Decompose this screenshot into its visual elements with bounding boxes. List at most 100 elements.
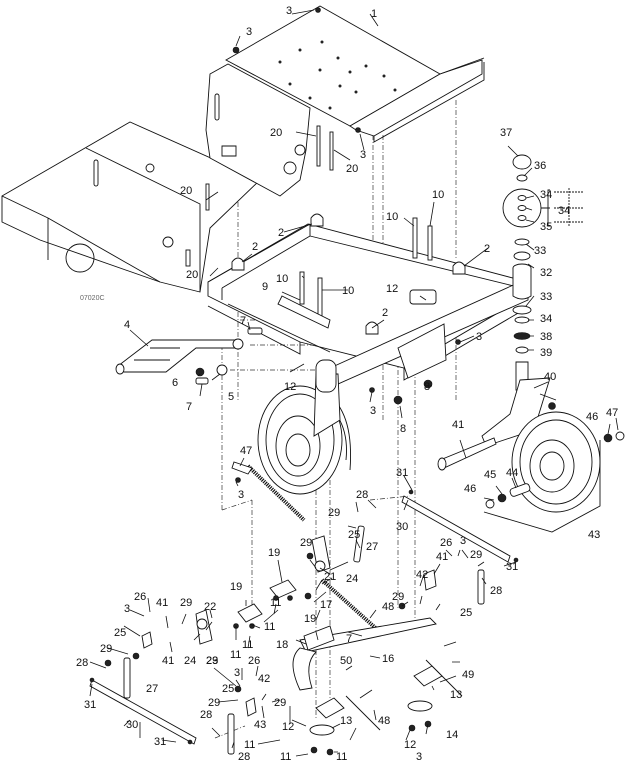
- callout: 11: [242, 639, 253, 651]
- linkage-bars: [89, 495, 511, 745]
- callout: 23: [206, 655, 218, 667]
- callout: 20: [186, 269, 198, 281]
- callout: 3: [286, 5, 292, 17]
- callout: 34: [540, 189, 552, 201]
- upper-mount-plate: [205, 63, 311, 197]
- callout: 28: [356, 489, 368, 501]
- callout: 2: [382, 307, 388, 319]
- callout: 20: [270, 127, 282, 139]
- callout: 5: [228, 391, 234, 403]
- callout: 29: [274, 697, 286, 709]
- callout: 10: [386, 211, 398, 223]
- callout: 6: [172, 377, 178, 389]
- callout: 37: [500, 127, 512, 139]
- leader-lines: [89, 9, 619, 757]
- callout: 35: [540, 221, 552, 233]
- callout-labels: 1 3 3 3 20 20 20 20 2 2 2 2 10 10 10 10 …: [76, 5, 618, 763]
- callout: 44: [506, 467, 518, 479]
- callout: 28: [490, 585, 502, 597]
- callout: 25: [460, 607, 472, 619]
- callout: 34: [558, 205, 570, 217]
- callout: 9: [262, 281, 268, 293]
- callout: 29: [206, 655, 218, 667]
- callout: 8: [400, 423, 406, 435]
- callout: 42: [416, 569, 428, 581]
- callout: 33: [534, 245, 546, 257]
- nuts: [89, 7, 519, 756]
- callout: 31: [396, 467, 408, 479]
- callout: 12: [282, 721, 294, 733]
- callout: 20: [180, 185, 192, 197]
- callout: 43: [254, 719, 266, 731]
- callout: 17: [320, 599, 332, 611]
- callout: 28: [200, 709, 212, 721]
- callout: 36: [534, 160, 546, 172]
- callout: 45: [484, 469, 496, 481]
- callout: 20: [346, 163, 358, 175]
- callout: 48: [378, 715, 390, 727]
- callout: 34: [540, 313, 552, 325]
- callout: 29: [208, 697, 220, 709]
- callout: 7: [346, 633, 352, 645]
- callout: 30: [126, 719, 138, 731]
- callout: 27: [146, 683, 158, 695]
- callout: 10: [342, 285, 354, 297]
- callout: 2: [484, 243, 490, 255]
- main-frame: [207, 223, 531, 385]
- callout: 3: [246, 26, 252, 38]
- callout: 7: [186, 401, 192, 413]
- callout: 38: [540, 331, 552, 343]
- callout: 11: [280, 751, 291, 763]
- callout: 3: [416, 751, 422, 763]
- callout: 25: [348, 529, 360, 541]
- callout: 21: [324, 571, 336, 583]
- callout: 3: [460, 535, 466, 547]
- rods-47: [345, 659, 463, 731]
- callout: 12: [284, 381, 296, 393]
- left-caster-wheel: [257, 359, 351, 495]
- right-wheel: [483, 411, 601, 533]
- callout: 46: [586, 411, 598, 423]
- callout: 11: [264, 621, 275, 633]
- callout: 33: [540, 291, 552, 303]
- callout: 3: [360, 149, 366, 161]
- axle-parts: [437, 402, 625, 509]
- callout: 49: [462, 669, 474, 681]
- callout: 41: [452, 419, 464, 431]
- callout: 12: [386, 283, 398, 295]
- callout: 10: [276, 273, 288, 285]
- callout: 29: [100, 643, 112, 655]
- callout: 11: [244, 739, 255, 751]
- callout: 3: [238, 489, 244, 501]
- callout: 4: [124, 319, 130, 331]
- callout: 11: [336, 751, 347, 763]
- callout: 12: [404, 739, 416, 751]
- callout: 24: [184, 655, 196, 667]
- callout: 32: [540, 267, 552, 279]
- callout: 41: [156, 597, 168, 609]
- callout: 29: [180, 597, 192, 609]
- callout: 39: [540, 347, 552, 359]
- callout: 31: [84, 699, 96, 711]
- callout: 13: [450, 689, 462, 701]
- caster-stack: [481, 154, 584, 447]
- springs: [231, 461, 382, 634]
- callout: 19: [304, 613, 316, 625]
- callout: 13: [340, 715, 352, 727]
- rear-frame-plate: [1, 121, 261, 293]
- drawing-code: 07020C: [80, 295, 105, 302]
- callout: 27: [366, 541, 378, 553]
- callout: 14: [446, 729, 458, 741]
- callout: 3: [124, 603, 130, 615]
- deck-holes: [278, 40, 397, 110]
- callout: 31: [506, 561, 518, 573]
- callout: 1: [371, 8, 377, 20]
- callout: 11: [270, 597, 281, 609]
- callout: 42: [258, 673, 270, 685]
- callout: 16: [382, 653, 394, 665]
- callout: 10: [432, 189, 444, 201]
- callout: 26: [134, 591, 146, 603]
- callout: 40: [544, 371, 556, 383]
